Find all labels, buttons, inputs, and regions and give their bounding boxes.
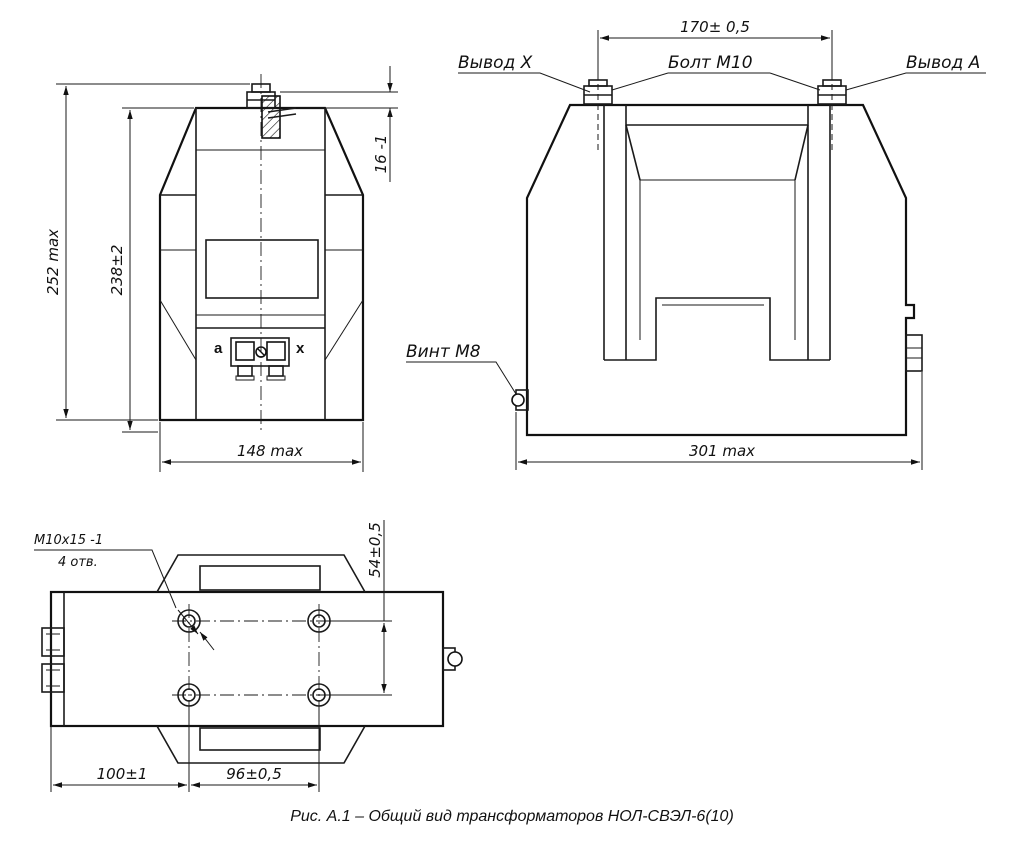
dim-total-height: 252 max [44, 83, 250, 421]
figure-caption: Рис. А.1 – Общий вид трансформаторов НОЛ… [290, 808, 734, 825]
svg-text:96±0,5: 96±0,5 [226, 765, 282, 783]
mounting-holes [177, 609, 331, 707]
side-view-body [525, 103, 916, 437]
primary-terminal-a [817, 79, 847, 105]
secondary-terminal-block [230, 337, 290, 381]
dim-hole-spacing-horizontal: 96±0,5 [191, 706, 320, 792]
label-screw: Винт М8 [406, 342, 481, 362]
secondary-box-upper [41, 627, 65, 657]
dim-length: 301 max [515, 372, 923, 470]
window-opening [604, 297, 830, 361]
svg-text:16 -1: 16 -1 [372, 135, 390, 174]
earth-screw [511, 389, 529, 411]
label-bolt: Болт М10 [668, 53, 753, 73]
label-terminal-a: Вывод А [906, 53, 980, 73]
svg-text:301 max: 301 max [689, 442, 755, 460]
svg-text:100±1: 100±1 [97, 765, 148, 783]
primary-terminal-x [583, 79, 613, 105]
svg-text:252 max: 252 max [44, 229, 62, 295]
front-view-body [158, 106, 365, 422]
terminal-a-label: a [214, 340, 223, 357]
top-view: М10х15 -1 4 отв. 54±0,5 100±1 96±0,5 [34, 520, 463, 792]
top-flange-lower [156, 725, 366, 764]
svg-text:54±0,5: 54±0,5 [366, 522, 384, 578]
secondary-box-lower [41, 663, 65, 693]
label-terminal-x: Вывод X [458, 53, 533, 73]
terminal-x-label: x [296, 340, 305, 357]
dim-body-height: 238±2 [108, 107, 194, 433]
side-view: 170± 0,5 Вывод X Болт М10 Вывод А Винт М… [406, 18, 986, 470]
svg-text:170± 0,5: 170± 0,5 [680, 18, 750, 36]
dim-hole-spacing-vertical: 54±0,5 [330, 520, 392, 696]
front-view: a x 252 max 238±2 [44, 66, 398, 472]
svg-text:148 max: 148 max [237, 442, 303, 460]
dim-terminal-height: 16 -1 [280, 66, 398, 182]
side-terminal-box [905, 334, 923, 372]
dim-terminal-spacing: 170± 0,5 [597, 18, 833, 80]
dim-edge-offset: 100±1 [50, 706, 190, 792]
nameplate-window [205, 239, 319, 299]
svg-text:238±2: 238±2 [108, 245, 126, 296]
top-flange-upper [156, 554, 366, 593]
hole-callout-line1: М10х15 -1 [34, 533, 103, 548]
dim-width: 148 max [159, 422, 364, 472]
hole-callout-line2: 4 отв. [58, 555, 98, 570]
